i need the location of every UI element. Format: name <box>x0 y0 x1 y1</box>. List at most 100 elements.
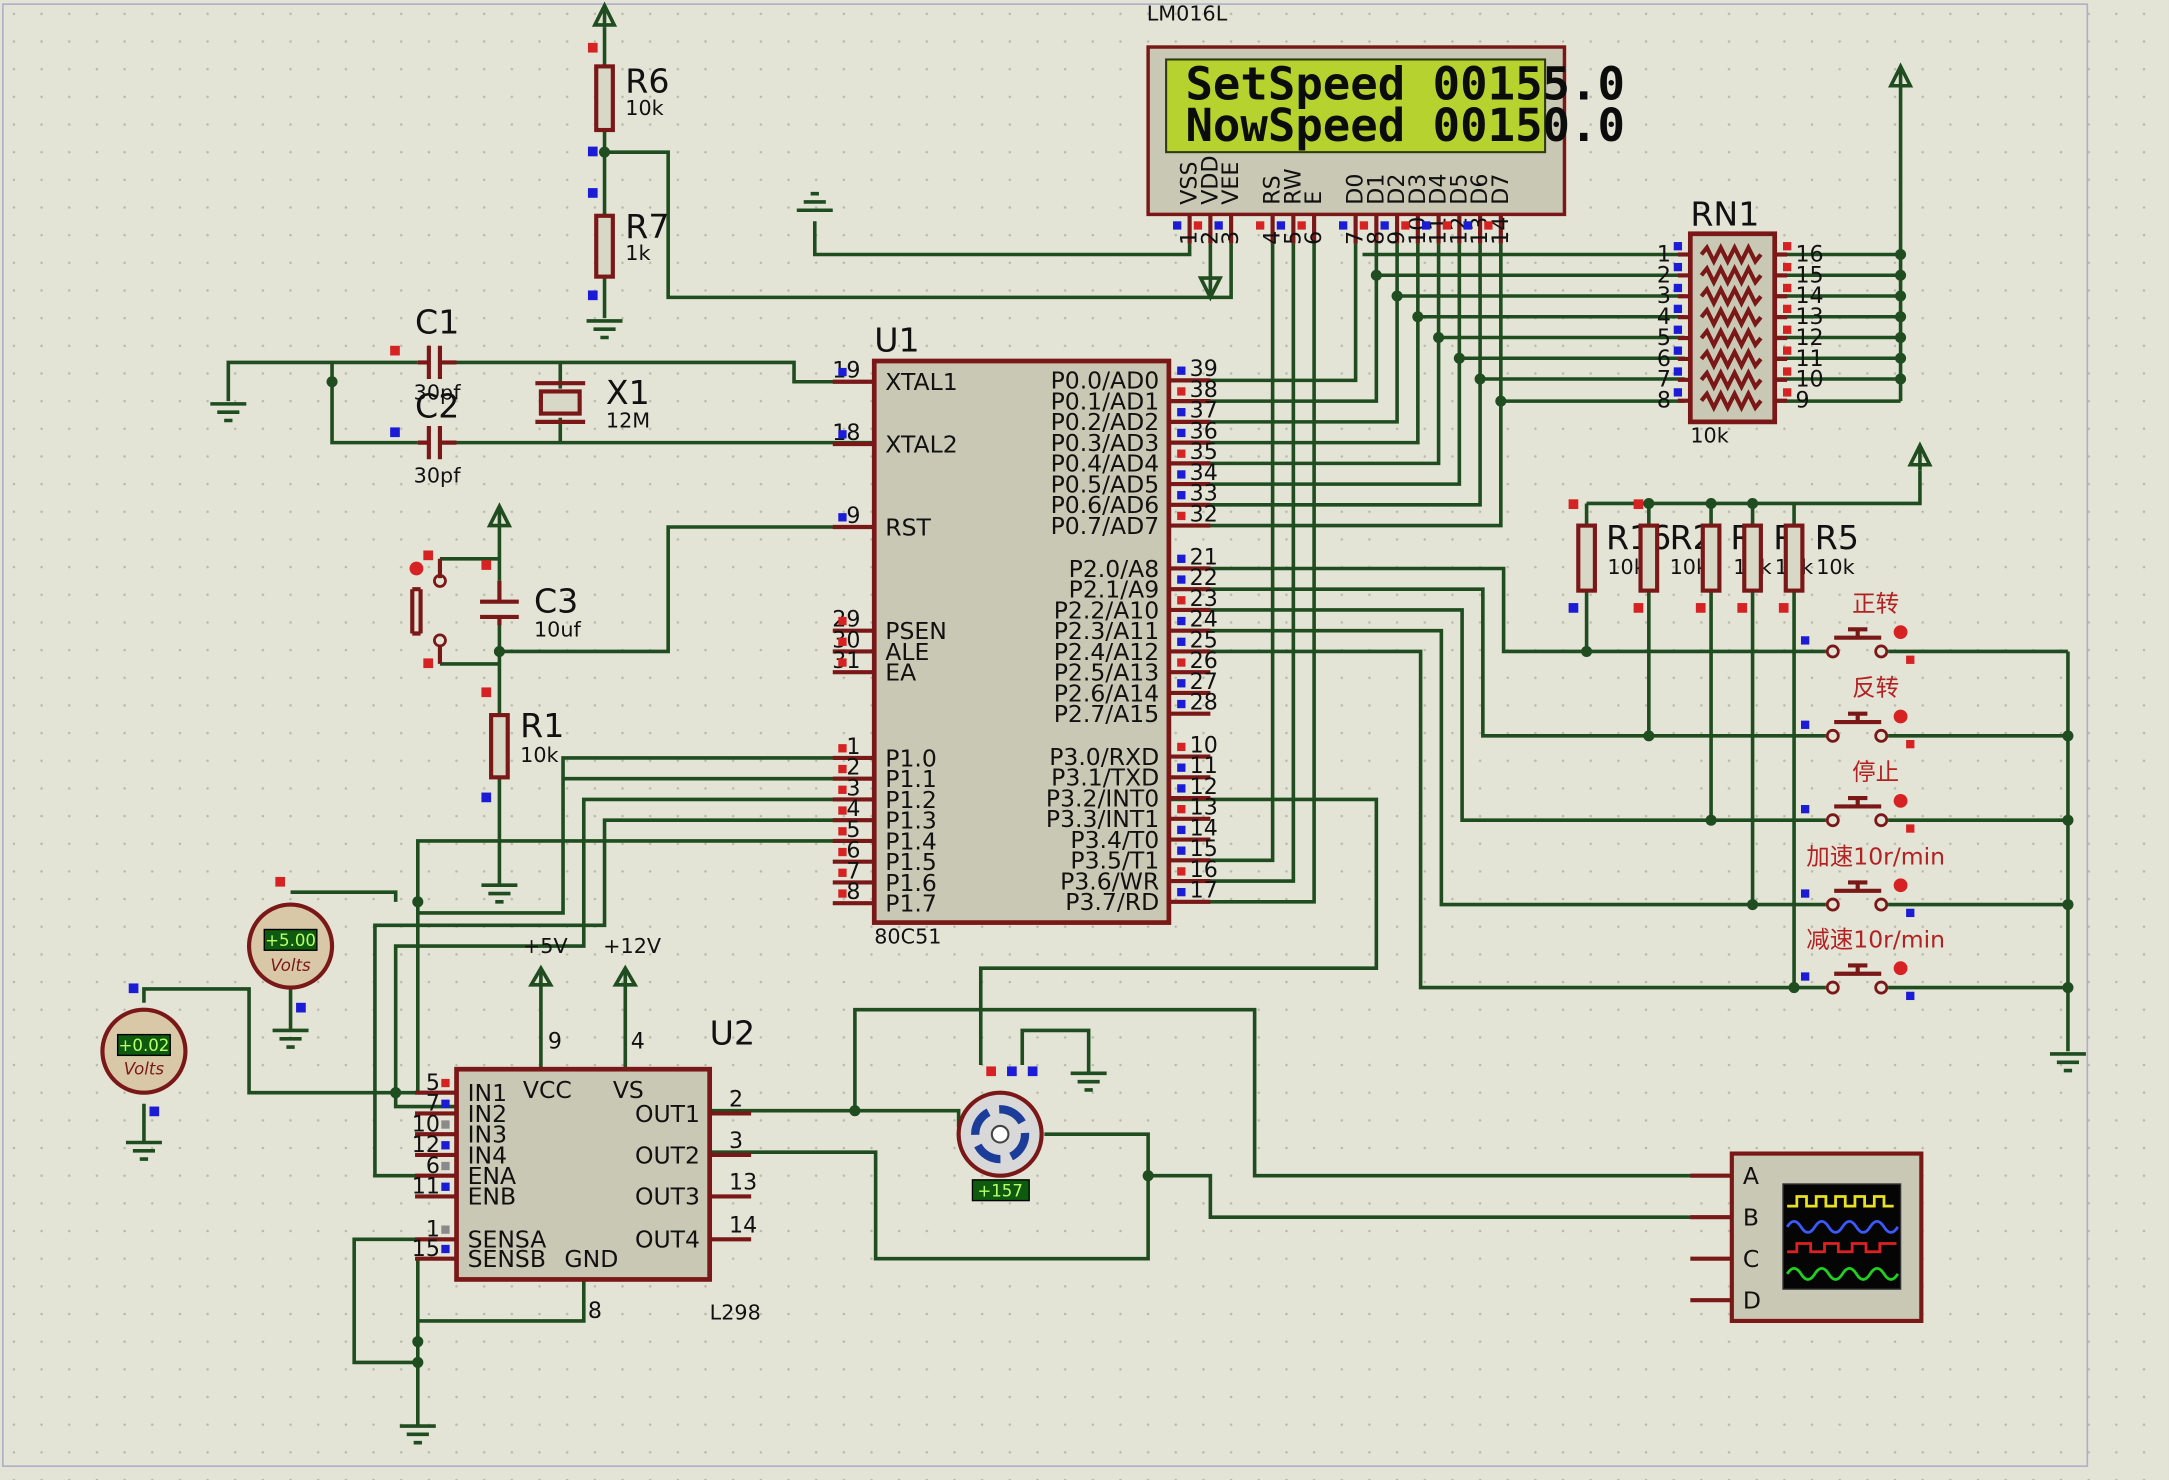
u1-pin-name: P0.0/AD0 <box>1051 367 1160 395</box>
u1-ref: U1 <box>874 320 919 359</box>
voltmeter-2-reading: +0.02 <box>119 1036 170 1055</box>
u1-pin-number: 8 <box>846 879 860 905</box>
lcd-pin-number: 4 <box>1260 231 1286 245</box>
u1-pin-name: ALE <box>885 638 929 666</box>
power-arrow-icon <box>528 964 554 987</box>
lcd-pin-label: E <box>1301 191 1327 205</box>
u2-vs-num: 4 <box>631 1028 645 1054</box>
rn1-pin-left: 8 <box>1657 388 1671 414</box>
push-button-label: 减速10r/min <box>1806 925 1945 953</box>
u2-pin-name: ENA <box>468 1162 517 1190</box>
resistor-r5: R5 10k <box>1783 518 1859 593</box>
button-actuator-icon[interactable] <box>1893 793 1908 808</box>
u2-pin-number: 3 <box>729 1128 743 1154</box>
u1-pin-name: P2.2/A10 <box>1054 596 1159 624</box>
sheet-border <box>2 3 2089 1467</box>
rn1-pin-left: 2 <box>1657 262 1671 288</box>
lcd-pin-label: D3 <box>1405 174 1431 205</box>
pullup-resistors: R16 10k R2 10k R 10k R 10k R5 10k <box>1568 499 1859 613</box>
u1-pin-name: P1.1 <box>885 765 937 793</box>
resistor-r6: R6 10k <box>587 42 669 157</box>
u2-pin-name: SENSB <box>468 1245 546 1273</box>
power-arrow-icon <box>1907 441 1933 471</box>
u1-pin-name: P0.7/AD7 <box>1051 512 1160 540</box>
ground-icon <box>1070 1071 1107 1092</box>
u2-pin-number: 14 <box>729 1212 757 1238</box>
push-button[interactable]: 停止 <box>1800 758 1915 833</box>
u1-pin-name: P2.3/A11 <box>1054 617 1159 645</box>
u1-pin-number: 27 <box>1190 669 1218 695</box>
push-button-label: 加速10r/min <box>1806 842 1945 870</box>
u2-pin-name: ENB <box>468 1183 517 1211</box>
u1-pin-number: 9 <box>846 503 860 529</box>
button-actuator-icon[interactable] <box>1893 878 1908 893</box>
u1-pin-name: P0.2/AD2 <box>1051 408 1160 436</box>
u1-pin-number: 38 <box>1190 377 1218 403</box>
u2-gnd-label: GND <box>564 1245 618 1273</box>
u2-pin-number: 11 <box>412 1174 440 1200</box>
reset-button[interactable] <box>409 550 447 669</box>
rn1-pin-left: 3 <box>1657 283 1671 309</box>
lcd-pin-number: 9 <box>1384 231 1410 245</box>
u2-vcc-label: VCC <box>523 1076 572 1104</box>
u1-pin-number: 32 <box>1190 501 1218 527</box>
motor-speed-readout: +157 <box>977 1181 1023 1200</box>
push-button[interactable]: 加速10r/min <box>1800 842 1945 918</box>
u1-pin-name: P2.7/A15 <box>1054 700 1159 728</box>
u1-pin-name: P3.4/T0 <box>1070 826 1159 854</box>
u2-pin-name: IN4 <box>468 1141 507 1169</box>
dc-motor: +157 <box>956 1066 1044 1202</box>
u2-pin-name: OUT1 <box>635 1100 700 1128</box>
u1-pin-name: P2.0/A8 <box>1069 555 1160 583</box>
x1-value: 12M <box>606 408 650 432</box>
u1-pin-name: P2.1/A9 <box>1069 576 1160 604</box>
rn1-pin-right: 12 <box>1795 325 1823 351</box>
scope-channel-label: A <box>1743 1162 1759 1190</box>
rn1-pin-left: 6 <box>1657 346 1671 372</box>
c2-ref: C2 <box>415 387 459 426</box>
u2-pin-number: 13 <box>729 1170 757 1196</box>
lcd-pin-label: D6 <box>1467 174 1493 205</box>
lcd-pin-label: VDD <box>1197 155 1223 204</box>
rn1-pin-right: 13 <box>1795 304 1823 330</box>
u1-pin-number: 21 <box>1190 544 1218 570</box>
u1-pin-number: 39 <box>1190 356 1218 382</box>
u1-pin-number: 13 <box>1190 795 1218 821</box>
u1-pin-name: P0.4/AD4 <box>1051 450 1160 478</box>
lcd-pin-label: D0 <box>1343 174 1369 205</box>
u2-pin-name: OUT4 <box>635 1226 700 1254</box>
c2-value: 30pf <box>414 464 462 488</box>
button-actuator-icon[interactable] <box>409 561 424 576</box>
push-button[interactable]: 减速10r/min <box>1800 925 1945 1001</box>
push-button-label: 停止 <box>1852 758 1899 786</box>
u2-pin-number: 6 <box>426 1153 440 1179</box>
u1-pin-number: 37 <box>1190 398 1218 424</box>
ground-icon <box>210 402 247 423</box>
u2-pin-number: 10 <box>412 1111 440 1137</box>
r7-value: 1k <box>625 241 650 265</box>
button-actuator-icon[interactable] <box>1893 625 1908 640</box>
u1-pin-name: P1.6 <box>885 869 937 897</box>
u1-part: 80C51 <box>874 924 941 948</box>
rn1-pin-right: 10 <box>1795 367 1823 393</box>
voltmeter-1-unit: Volts <box>270 956 311 975</box>
u2-pin-name: IN1 <box>468 1079 507 1107</box>
u1-pin-number: 7 <box>846 858 860 884</box>
lcd-pin-number: 5 <box>1280 231 1306 245</box>
r6-ref: R6 <box>625 62 669 101</box>
capacitor-c2: C2 30pf <box>390 387 461 488</box>
lcd-pin-label: D4 <box>1426 174 1452 205</box>
button-actuator-icon[interactable] <box>1893 961 1908 976</box>
lcd-pin-number: 6 <box>1301 231 1327 245</box>
ground-icon <box>272 1028 309 1049</box>
lcd-model-label: LM016L <box>1147 2 1228 26</box>
rn1-pin-left: 7 <box>1657 367 1671 393</box>
push-button[interactable]: 正转 <box>1800 589 1915 664</box>
c1-ref: C1 <box>415 302 459 341</box>
push-button[interactable]: 反转 <box>1800 674 1915 749</box>
button-actuator-icon[interactable] <box>1893 709 1908 724</box>
